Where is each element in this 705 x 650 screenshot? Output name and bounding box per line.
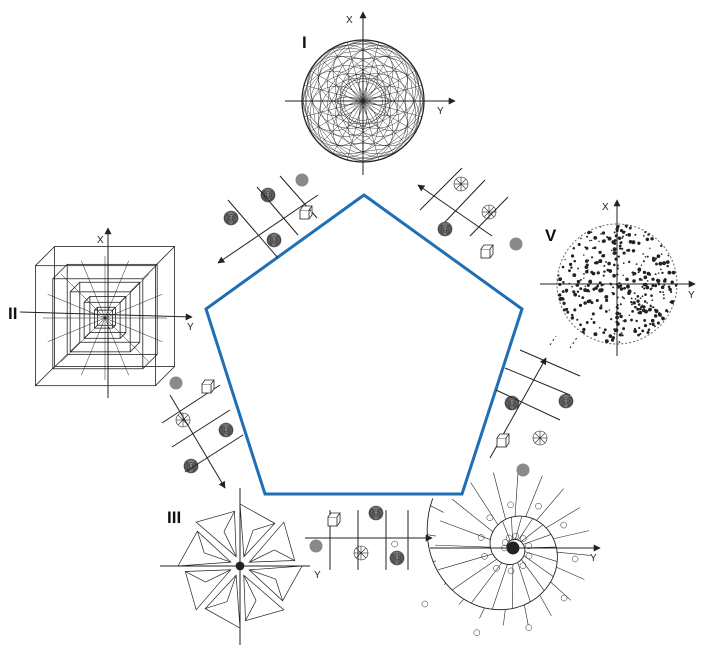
cube-icon <box>300 206 312 219</box>
cube-icon <box>497 434 509 447</box>
spiral-disc-icon <box>505 396 519 410</box>
cube-icon <box>202 380 214 393</box>
stage-i-x-axis-label: X <box>346 15 353 26</box>
spiral-disc-icon <box>224 211 238 225</box>
spiral-disc-icon <box>219 423 233 437</box>
sphere-icon <box>296 174 309 187</box>
spiral-disc-icon <box>390 551 404 565</box>
transition-ii-to-iii <box>162 385 243 488</box>
stage-ii-x-axis-label: X <box>97 235 104 246</box>
stage-iii-y-axis-label: Y <box>314 570 321 581</box>
radial-disc-icon <box>354 546 368 560</box>
spiral-disc-icon <box>261 188 275 202</box>
radial-disc-icon <box>454 177 468 191</box>
stage-ii-figure <box>20 228 192 398</box>
stage-i-label: I <box>302 33 307 53</box>
spiral-disc-icon <box>438 222 452 236</box>
cube-icon <box>481 245 493 258</box>
stage-iv-y-axis-label: Y <box>590 553 597 564</box>
stage-v-figure <box>540 200 695 356</box>
cube-icon <box>328 513 340 526</box>
sphere-icon <box>517 464 530 477</box>
sphere-icon <box>170 377 183 390</box>
radial-disc-icon <box>533 431 547 445</box>
stage-v-y-axis-label: Y <box>688 290 695 301</box>
stage-ii-label: II <box>8 304 17 324</box>
stage-i-figure <box>285 12 455 175</box>
spiral-disc-icon <box>267 233 281 247</box>
stage-ii-y-axis-label: Y <box>187 322 194 333</box>
central-pentagon <box>206 195 522 494</box>
spiral-disc-icon <box>184 459 198 473</box>
spiral-disc-icon <box>369 506 383 520</box>
sphere-icon <box>310 540 323 553</box>
stage-i-y-axis-label: Y <box>437 106 444 117</box>
stage-v-x-axis-label: X <box>602 202 609 213</box>
stage-iii-figure <box>160 488 310 645</box>
spiral-disc-icon <box>559 394 573 408</box>
transition-iii-to-iv <box>305 510 432 570</box>
stage-v-label: V <box>545 226 556 246</box>
sphere-icon <box>510 238 523 251</box>
radial-disc-icon <box>482 205 496 219</box>
transition-v-to-i <box>418 168 508 236</box>
radial-disc-icon <box>176 413 190 427</box>
stage-iii-label: III <box>167 508 181 528</box>
